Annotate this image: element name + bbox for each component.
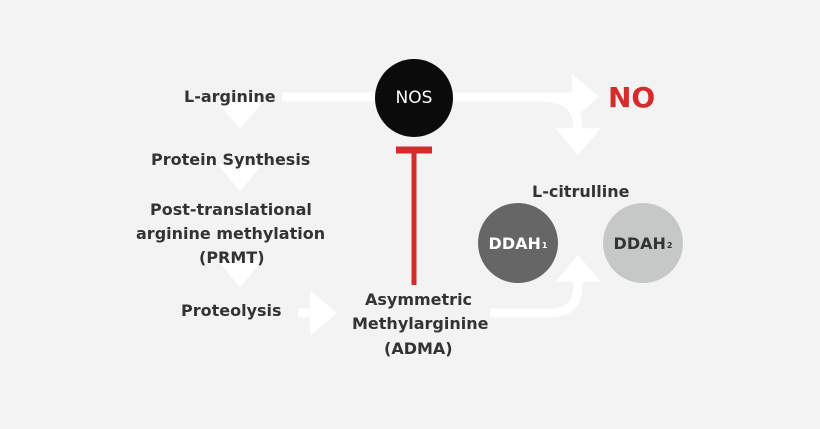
protein-synthesis-label: Protein Synthesis [151, 150, 311, 169]
proteolysis-label: Proteolysis [181, 301, 282, 320]
l-citrulline-label: L-citrulline [532, 182, 630, 201]
ddah1-label: DDAH [488, 233, 541, 253]
adma-label-line3: (ADMA) [384, 339, 453, 358]
ddah2-subscript: 2 [666, 240, 673, 250]
adma-label-line1: Asymmetric [365, 290, 473, 309]
l-arginine-label: L-arginine [184, 87, 276, 106]
ptm-label-line2: arginine methylation [136, 224, 326, 243]
ddah2-label: DDAH [613, 233, 666, 253]
arrow-adma-to-ddah [490, 254, 601, 318]
ptm-label-line1: Post-translational [150, 200, 312, 219]
nos-label: NOS [395, 88, 433, 108]
ptm-label-line3: (PRMT) [199, 248, 265, 267]
nos-node: NOS [375, 59, 453, 137]
no-label: NO [608, 81, 656, 114]
adma-label-line2: Methylarginine [352, 314, 489, 333]
arrow-arginine-to-protein-synthesis [217, 92, 263, 130]
ddah1-subscript: 1 [541, 240, 548, 250]
arrow-nos-to-citrulline [539, 92, 601, 156]
